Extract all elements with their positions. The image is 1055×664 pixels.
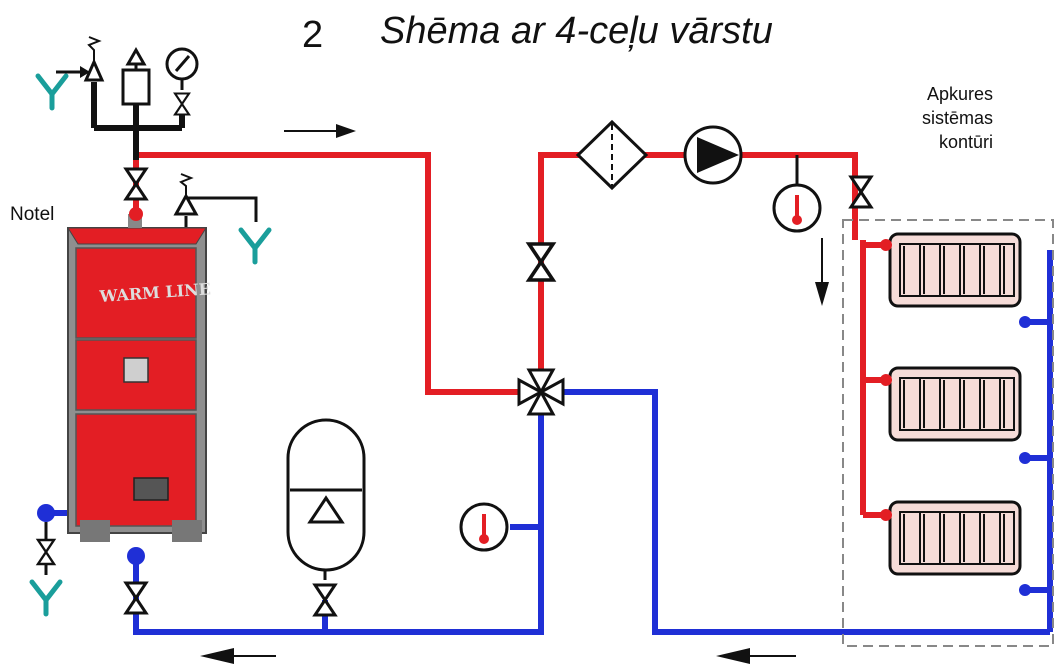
flow-arrow-icon — [716, 648, 796, 664]
drain-icon — [38, 76, 66, 108]
filter-icon — [575, 119, 649, 191]
radiator-icon — [888, 366, 1022, 442]
air-vent-icon — [121, 46, 151, 106]
flow-arrow-icon — [200, 648, 276, 664]
drain-icon — [241, 230, 269, 262]
radiator-icon — [888, 500, 1022, 576]
valve-icon — [124, 581, 148, 615]
valve-icon — [173, 92, 191, 116]
valve-icon — [313, 583, 337, 617]
boiler-label: Notel — [10, 204, 55, 225]
thermometer-icon — [772, 183, 822, 233]
boiler-safety-valve — [173, 173, 269, 262]
diagram-title: Shēma ar 4-ceļu vārstu — [380, 10, 773, 52]
expansion-vessel-icon — [286, 418, 366, 580]
valve-icon — [124, 167, 148, 201]
heating-circuits-label-line: kontūri — [938, 132, 993, 152]
thermometer-icon — [459, 502, 509, 552]
pump-icon — [683, 125, 743, 185]
heating-circuits-label: Apkures sistēmas kontūri — [888, 82, 993, 154]
safety-valve-icon — [83, 36, 105, 82]
return-port — [37, 504, 55, 522]
heating-circuits-box — [842, 219, 1054, 647]
radiator-icon — [888, 232, 1022, 308]
valve-icon — [36, 538, 56, 566]
diagram-number: 2 — [302, 14, 324, 56]
four-way-valve-icon — [517, 368, 565, 416]
valve-icon — [527, 242, 555, 282]
flow-arrow-icon — [815, 238, 829, 306]
flow-arrow-icon — [284, 124, 356, 138]
return-port — [127, 547, 145, 565]
drain-icon — [32, 582, 60, 614]
radiator-ports — [880, 239, 1031, 596]
boiler: WARM LINE — [67, 207, 212, 542]
safety-group — [38, 36, 199, 160]
pressure-gauge-icon — [165, 47, 199, 90]
heating-circuits-label-line: Apkures — [926, 84, 993, 104]
heating-circuits-label-line: sistēmas — [921, 108, 993, 128]
